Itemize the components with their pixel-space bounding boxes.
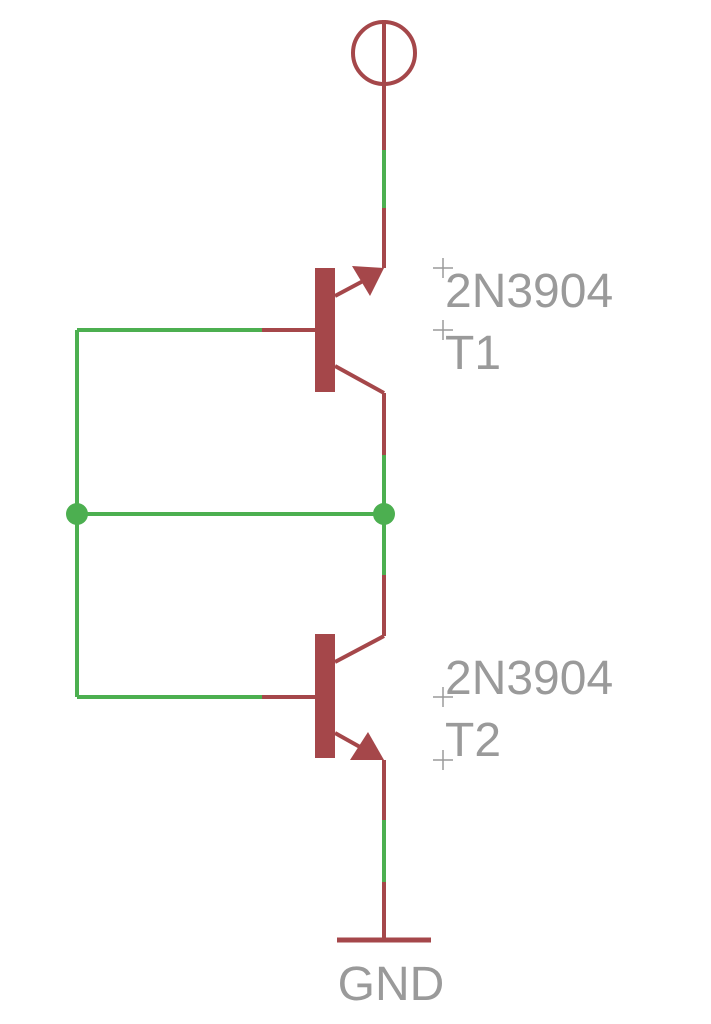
t1-collector-diagonal [334,364,385,395]
label-origin-markers [433,258,453,770]
t1-value-label: 2N3904 [445,265,613,318]
t1-base-bar [315,268,335,392]
crosshair-icon [433,687,453,707]
t2-name-label: T2 [445,714,501,767]
ground-label: GND [338,958,445,1011]
crosshair-icon [433,258,453,278]
junction-dot-right [373,503,395,525]
t2-emitter-arrow-icon [350,732,384,760]
t2-value-label: 2N3904 [445,652,613,705]
supply-terminal [351,20,417,150]
transistor-t2 [262,575,386,820]
transistor-t1 [262,208,386,455]
t2-collector-diagonal [334,634,385,664]
ground-symbol-icon [337,882,431,943]
t1-name-label: T1 [445,327,501,380]
crosshair-icon [433,750,453,770]
t1-emitter-diagonal [334,278,366,298]
junction-dot-left [66,503,88,525]
net-wires [75,328,386,882]
t2-base-bar [315,634,335,758]
t1-emitter-arrow-icon [352,266,384,296]
crosshair-icon [433,320,453,340]
t2-emitter-diagonal [334,731,361,749]
